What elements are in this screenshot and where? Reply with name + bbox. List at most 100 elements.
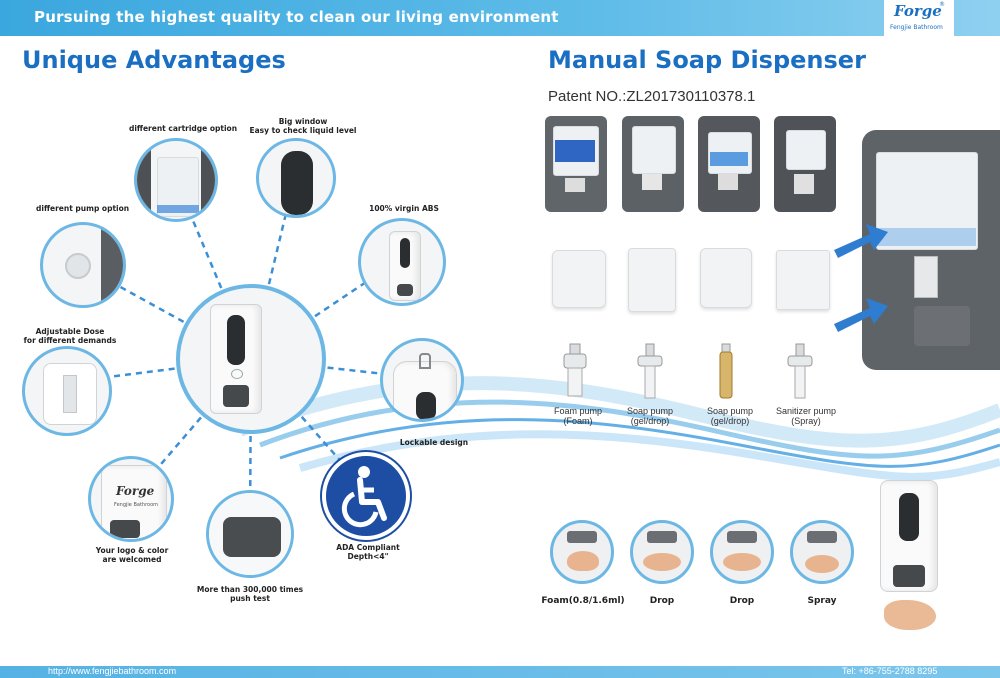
custom-logo-line2: are welcomed — [102, 555, 162, 564]
push-button-closeup — [223, 517, 281, 557]
cutaway-liquid — [878, 228, 976, 246]
cartridge-2 — [628, 248, 676, 312]
manual-soap-dispenser-title: Manual Soap Dispenser — [548, 46, 866, 74]
lock-closeup — [393, 361, 457, 419]
window-closeup — [281, 151, 313, 215]
ada-line2: Depth<4" — [347, 552, 389, 561]
hand-label-3: Drop — [729, 596, 755, 606]
small-logo-icon — [231, 369, 243, 379]
hand-photo-icon — [884, 600, 936, 630]
ada-label: ADA Compliant Depth<4" — [328, 543, 408, 561]
full-dispenser — [880, 480, 938, 592]
wheelchair-icon — [341, 466, 387, 528]
hand-icon — [723, 553, 761, 571]
lock-icon — [419, 353, 431, 369]
cartridge-liquid — [157, 205, 199, 213]
pump-label-3-line1: Soap pump — [706, 406, 754, 416]
pump-label-2-line2: (gel/drop) — [630, 416, 670, 426]
unique-advantages-title: Unique Advantages — [22, 46, 286, 74]
big-window-line2: Easy to check liquid level — [249, 126, 357, 135]
soap-pump-icon — [637, 343, 663, 399]
cartridge-4 — [776, 250, 830, 310]
pump-nozzle-icon — [65, 253, 91, 279]
cartridge-photo-2 — [622, 116, 684, 212]
custom-logo-sub: Fengjie Bathroom — [114, 502, 159, 508]
soap-pump-gel-icon — [719, 343, 733, 399]
pump-label-3-line2: (gel/drop) — [710, 416, 750, 426]
footer-tel: Tel: +86-755-2788 8295 — [842, 666, 938, 676]
pump-label-4-line2: (Spray) — [791, 416, 821, 426]
abs-dispenser — [389, 231, 421, 301]
center-dispenser-circle — [176, 284, 326, 434]
foam-pump-icon — [563, 343, 587, 397]
trademark-symbol: ® — [939, 1, 945, 8]
custom-logo-line1: Your logo & color — [95, 546, 169, 555]
ada-compliant-circle — [322, 452, 410, 540]
push-test-line2: push test — [230, 594, 270, 603]
brand-subtitle: Fengjie Bathroom — [890, 24, 943, 31]
pump-label-1-line2: (Foam) — [563, 416, 593, 426]
brand-name: Forge — [894, 2, 942, 20]
top-banner: Pursuing the highest quality to clean ou… — [0, 0, 1000, 36]
custom-logo-circle: Forge Fengjie Bathroom — [88, 456, 174, 542]
push-button — [223, 385, 249, 407]
big-window-line1: Big window — [278, 117, 328, 126]
dispenser-cutaway — [862, 130, 1000, 370]
pump-label-2-line1: Soap pump — [626, 406, 674, 416]
adjustable-dose-line1: Adjustable Dose — [35, 327, 105, 336]
sanitizer-pump-icon — [787, 343, 813, 399]
pump-option-circle — [40, 222, 126, 308]
hand-foam-circle — [550, 520, 614, 584]
pump-option-label: different pump option — [36, 204, 130, 213]
ada-line1: ADA Compliant — [336, 543, 400, 552]
push-test-label: More than 300,000 times push test — [190, 585, 310, 603]
hand-label-4: Spray — [807, 596, 837, 606]
big-window-circle — [256, 138, 336, 218]
hand-spray-circle — [790, 520, 854, 584]
pump-label-4-line1: Sanitizer pump — [775, 406, 837, 416]
custom-logo-brand: Forge — [116, 484, 155, 498]
pump-label-3: Soap pump (gel/drop) — [700, 406, 760, 426]
highlight-arrows — [834, 224, 888, 332]
cartridge-photo-3 — [698, 116, 760, 212]
brand-logo: Forge ® Fengjie Bathroom — [884, 0, 954, 36]
cartridge-option-circle — [134, 138, 218, 222]
hand-icon — [643, 553, 681, 571]
cartridge-3 — [700, 248, 752, 308]
abs-circle — [358, 218, 446, 306]
lockable-design-circle — [380, 338, 464, 422]
adjustable-dose-line2: for different demands — [23, 336, 117, 345]
cartridge-photo-4 — [774, 116, 836, 212]
pump-label-2: Soap pump (gel/drop) — [620, 406, 680, 426]
footer-url[interactable]: http://www.fengjiebathroom.com — [48, 666, 177, 676]
footer-bar: http://www.fengjiebathroom.com Tel: +86-… — [0, 666, 1000, 678]
pump-label-1: Foam pump (Foam) — [548, 406, 608, 426]
cartridge-photo-1 — [545, 116, 607, 212]
adjustable-dose-label: Adjustable Dose for different demands — [20, 327, 120, 345]
push-test-circle — [206, 490, 294, 578]
dispenser-body — [210, 304, 262, 414]
arrow-icon — [834, 224, 888, 258]
dispenser-window — [227, 315, 245, 365]
cutaway-pump — [914, 256, 938, 298]
hand-drop-circle-2 — [710, 520, 774, 584]
abs-label: 100% virgin ABS — [369, 204, 439, 213]
pump-illustrations — [563, 343, 813, 399]
pump-label-1-line1: Foam pump — [553, 406, 603, 416]
big-window-label: Big window Easy to check liquid level — [248, 117, 358, 135]
cartridge-1 — [552, 250, 606, 308]
hand-drop-circle-1 — [630, 520, 694, 584]
adjustable-dose-circle — [22, 346, 112, 436]
push-test-line1: More than 300,000 times — [196, 585, 304, 594]
hand-icon — [567, 551, 599, 571]
patent-number: Patent NO.:ZL201730110378.1 — [548, 88, 756, 105]
lockable-design-label: Lockable design — [399, 438, 469, 447]
cartridge-option-label: different cartridge option — [128, 124, 238, 133]
hand-label-1: Foam(0.8/1.6ml) — [541, 596, 625, 606]
custom-logo-label: Your logo & color are welcomed — [84, 546, 180, 564]
hand-icon — [805, 555, 839, 573]
hand-label-2: Drop — [649, 596, 675, 606]
banner-slogan: Pursuing the highest quality to clean ou… — [34, 8, 559, 26]
pump-label-4: Sanitizer pump (Spray) — [768, 406, 844, 426]
arrow-icon — [834, 298, 888, 332]
